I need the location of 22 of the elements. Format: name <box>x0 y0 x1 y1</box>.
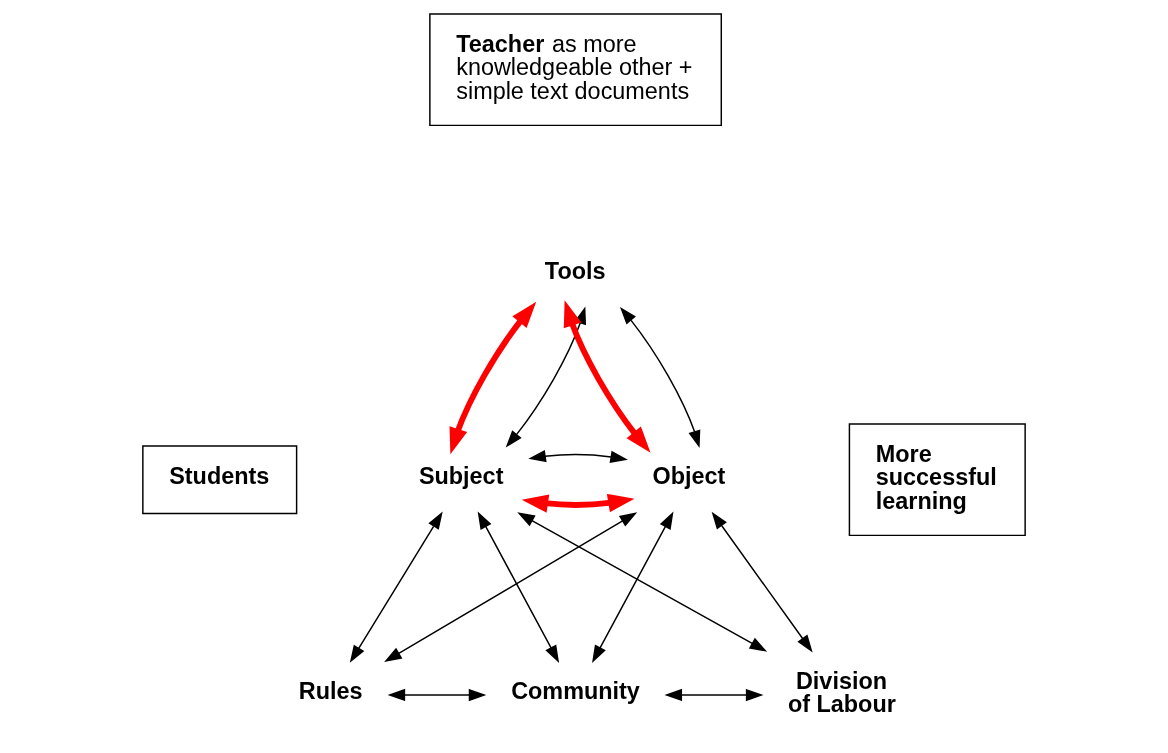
arrow <box>592 511 674 663</box>
arrow <box>620 306 701 448</box>
node-box: More successful learning <box>848 423 1026 537</box>
arrow <box>664 688 764 702</box>
node-box: Teacher as more knowledgeable other + simple text documents <box>429 13 722 127</box>
arrow <box>387 688 487 702</box>
node-text: Object <box>652 462 726 489</box>
node-box: Students <box>142 445 298 515</box>
arrow <box>384 512 638 663</box>
arrow <box>563 300 651 453</box>
node-text: Tools <box>544 257 606 284</box>
node-text: Subject <box>418 462 504 489</box>
arrow <box>349 511 443 663</box>
arrow <box>449 301 537 455</box>
arrow <box>528 450 628 463</box>
node-text: Division of Labour <box>787 667 896 718</box>
node-text: Community <box>511 678 640 705</box>
node-text: Rules <box>298 678 363 705</box>
arrow <box>517 512 768 652</box>
arrow <box>521 493 635 513</box>
arrow <box>711 511 813 653</box>
arrow <box>477 511 560 663</box>
